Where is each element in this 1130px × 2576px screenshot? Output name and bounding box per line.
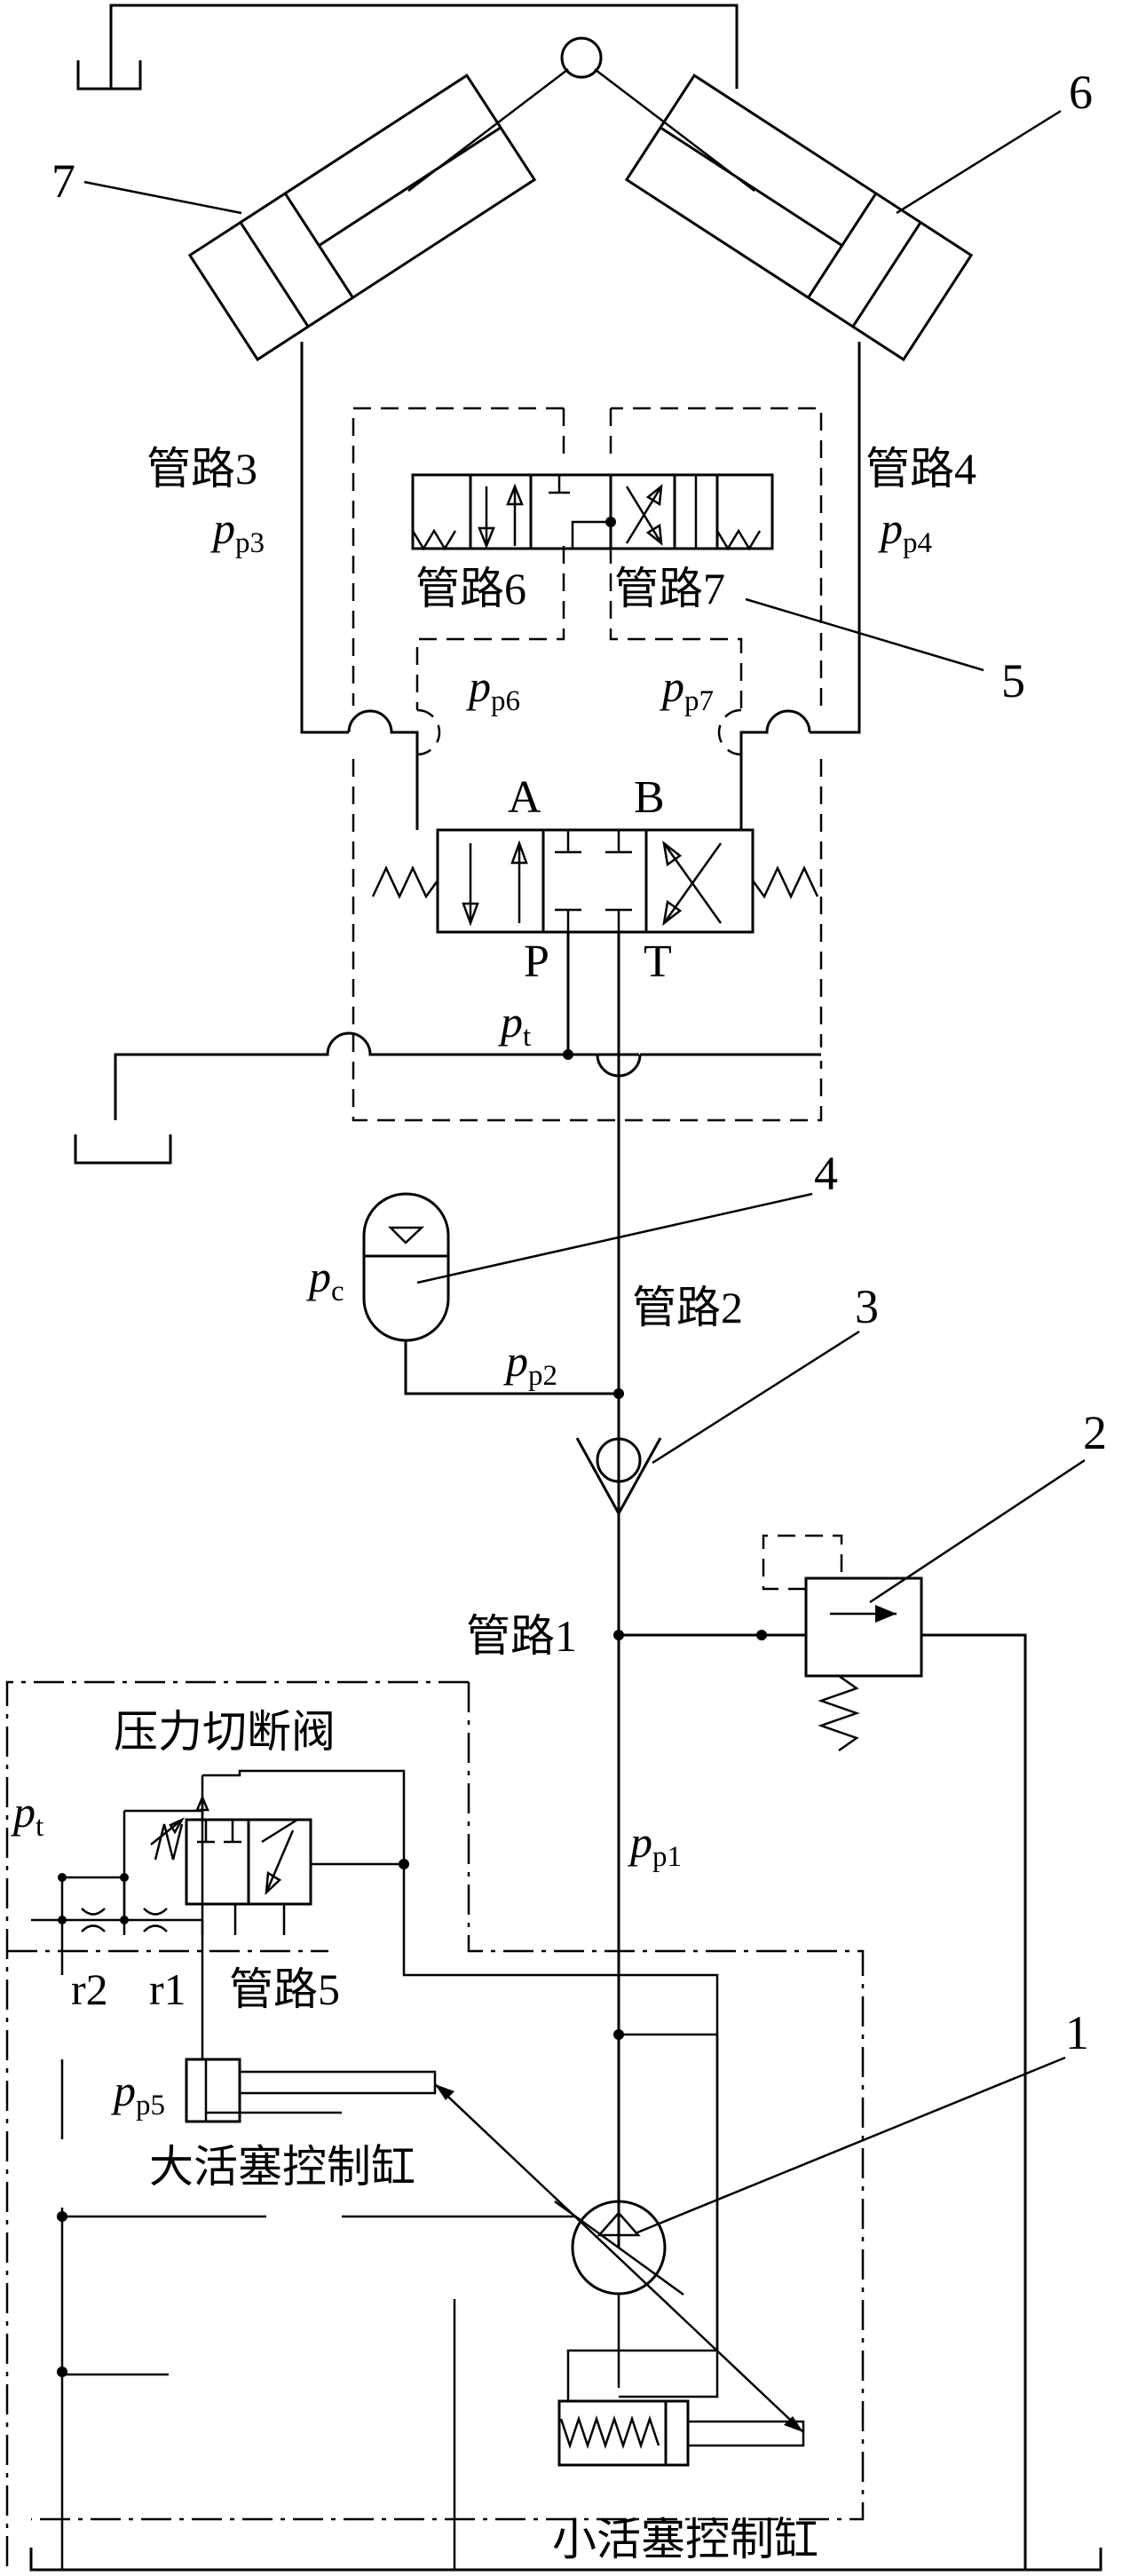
leader-3: [652, 1330, 860, 1465]
pressure-pp1: pp1: [628, 1817, 682, 1873]
pilot-valve: [411, 473, 774, 551]
orifice-r2-label: r2: [71, 1964, 108, 2014]
valve-block-boundary: [352, 407, 823, 1122]
pressure-pp4: pp4: [878, 503, 932, 559]
label-1: 1: [1065, 2006, 1089, 2059]
actuator-right: [624, 73, 974, 362]
junction-pt-left: [58, 1873, 67, 1882]
pressure-pc: pc: [306, 1252, 344, 1308]
pressure-pt-left: pt: [11, 1787, 43, 1843]
main-directional-valve: [371, 828, 819, 934]
pipe-4-line: [810, 342, 861, 734]
large-piston-cylinder: [185, 2058, 437, 2123]
pressure-cutoff-valve-label: 压力切断阀: [114, 1707, 336, 1757]
large-piston-cylinder-label: 大活塞控制缸: [149, 2142, 415, 2192]
junction-c1: [120, 1873, 129, 1882]
port-p-label: P: [524, 936, 549, 987]
pipe-1-label: 管路1: [466, 1611, 577, 1661]
orifice-r1-label: r1: [149, 1964, 186, 2014]
pipe-5-label: 管路5: [229, 1964, 340, 2014]
leader-5: [745, 597, 984, 672]
label-6: 6: [1069, 66, 1093, 119]
pressure-pp7: pp7: [660, 661, 714, 717]
pressure-pt-top: pt: [498, 997, 531, 1053]
pressure-pp6: pp6: [466, 661, 520, 717]
pilot-line-top: [124, 1769, 719, 2398]
port-b-label: B: [634, 772, 665, 823]
pipe-4-crossover: [739, 709, 811, 830]
pipe-4-label: 管路4: [865, 444, 976, 494]
tank-top-left: [76, 60, 142, 91]
feedback-link: [434, 2083, 804, 2433]
feedback-arrow-bottom: [784, 2416, 803, 2432]
pipe-7-label: 管路7: [614, 564, 725, 613]
tank-middle-left: [74, 1134, 172, 1165]
orifice-r1: [143, 1908, 168, 1932]
port-t-label: T: [644, 936, 672, 987]
pressure-cutoff-valve: [150, 1794, 404, 1935]
relief-valve: [619, 1534, 1027, 2570]
lower-left-line: [60, 1920, 169, 2570]
small-piston-cylinder-label: 小活塞控制缸: [552, 2515, 818, 2564]
pipe-3-crossover: [347, 709, 419, 830]
pressure-pp2: pp2: [503, 1336, 557, 1392]
junction-main-lower: [613, 2029, 624, 2040]
pipe-6-label: 管路6: [415, 564, 526, 613]
junction-pt: [563, 1049, 573, 1060]
label-5: 5: [1001, 654, 1025, 707]
return-line-top: [109, 4, 739, 89]
junction-left-2: [57, 2367, 67, 2377]
small-piston-feed: [566, 2035, 719, 2401]
pivot-joint: [560, 36, 603, 79]
leader-2: [869, 1458, 1086, 1604]
actuator-left: [187, 73, 537, 362]
pilot-line-left: [62, 1876, 126, 1917]
orifice-r2: [81, 1908, 106, 1932]
actuator-left-rod: [407, 68, 569, 192]
actuator-right-rod: [594, 68, 755, 192]
pilot-left-dash: [416, 708, 441, 756]
leader-7: [83, 180, 242, 215]
pilot-right-dash: [717, 708, 742, 756]
leader-6: [896, 109, 1062, 215]
accumulator: [362, 1192, 619, 1395]
leader-1: [636, 2056, 1066, 2234]
tank-return-line: [114, 1031, 568, 1120]
junction-accumulator: [613, 1388, 624, 1399]
label-2: 2: [1083, 1406, 1107, 1459]
tank-bottom: [29, 2548, 1102, 2572]
label-4: 4: [814, 1147, 838, 1200]
pipe-3-line: [300, 342, 349, 734]
label-7: 7: [51, 154, 75, 208]
port-a-label: A: [508, 772, 541, 823]
junction-relief: [756, 1630, 767, 1640]
pipe-2-label: 管路2: [632, 1283, 743, 1332]
junction-pilot: [605, 517, 616, 527]
pressure-pp5: pp5: [111, 2066, 165, 2122]
small-piston-cylinder: [557, 2399, 805, 2467]
pump-control-boundary: [5, 1680, 865, 2570]
return-to-tank-left: [568, 1053, 821, 1078]
junction-pipe1: [613, 1630, 624, 1640]
check-valve: [575, 1437, 662, 1517]
leader-4: [416, 1192, 813, 1284]
pressure-pp3: pp3: [210, 503, 265, 559]
label-3: 3: [855, 1280, 879, 1333]
feedback-arrow-top: [435, 2084, 454, 2100]
pipe-3-label: 管路3: [146, 444, 257, 494]
